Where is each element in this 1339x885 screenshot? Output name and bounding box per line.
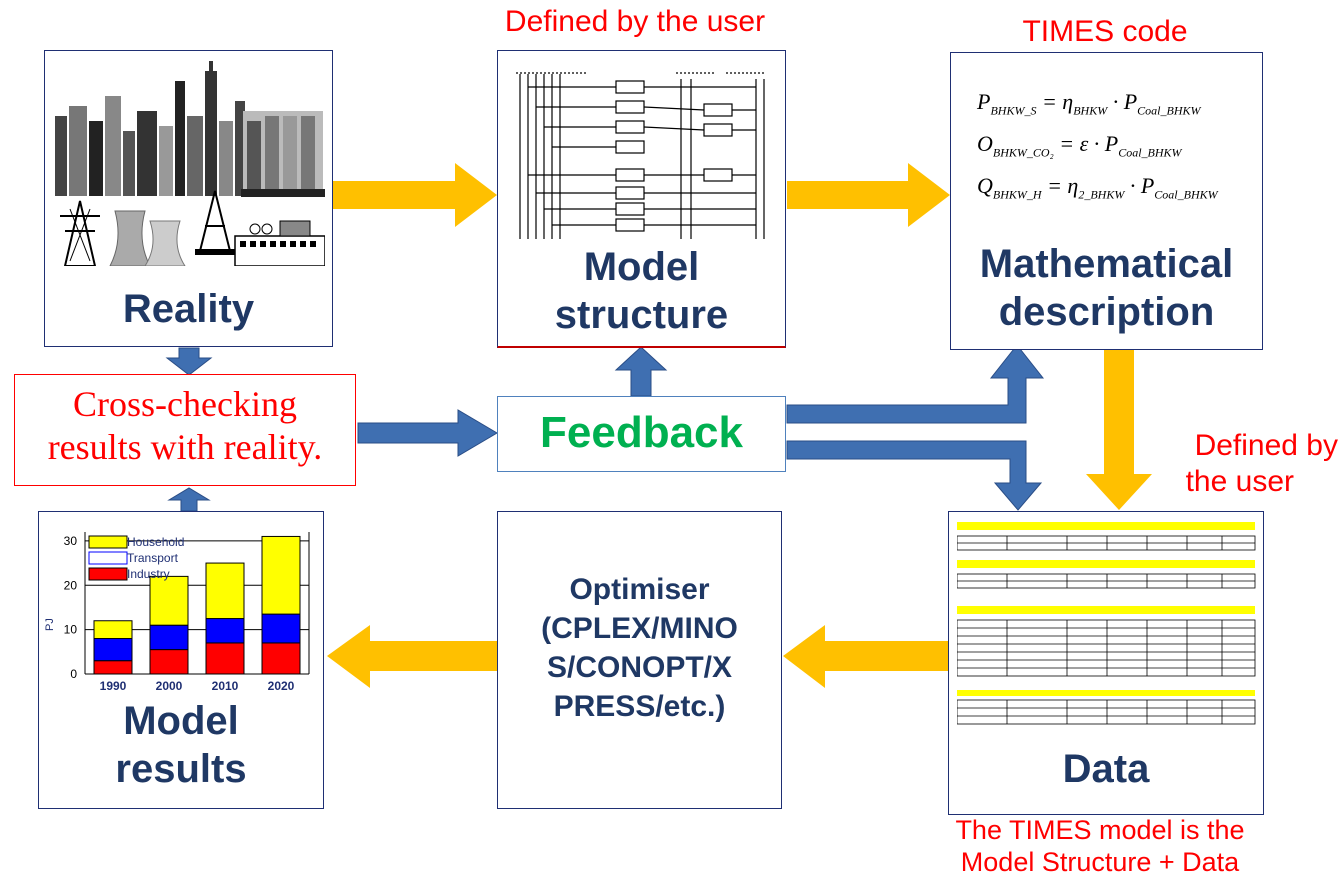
arrow-results-to-crosscheck <box>167 487 211 512</box>
math-line2: description <box>998 290 1215 334</box>
cross-check-line1: Cross-checking <box>73 384 297 424</box>
data-label: Data <box>1062 747 1150 791</box>
times-model-note-line1: The TIMES model is the <box>955 815 1245 845</box>
defined-by-user-right: Defined by the user <box>1158 428 1338 500</box>
model-structure-box: Model structure <box>497 50 786 348</box>
x-tick-label: 2000 <box>156 679 183 692</box>
reality-box: Reality <box>44 50 333 347</box>
optimiser-line3: S/CONOPT/X <box>546 651 733 684</box>
model-structure-label: Model structure <box>498 243 785 339</box>
feedback-label: Feedback <box>540 408 743 457</box>
y-tick-label: 10 <box>64 623 78 637</box>
bar-industry-2000 <box>149 649 189 675</box>
equation-1: PBHKW_S = ηBHKW · PCoal_BHKW <box>977 89 1201 118</box>
arrow-reality-to-structure <box>333 163 497 227</box>
model-structure-schematic <box>516 72 766 239</box>
arrow-feedback-to-math <box>786 344 1045 424</box>
arrow-structure-to-math <box>787 163 950 227</box>
optimiser-line2: (CPLEX/MINO <box>541 612 738 645</box>
bar-household-2010 <box>205 562 245 620</box>
y-tick-label: 30 <box>64 534 78 548</box>
y-tick-label: 0 <box>70 667 77 681</box>
model-structure-line2: structure <box>554 293 729 337</box>
legend-label-transport: Transport <box>127 551 179 565</box>
defined-by-user-right-line2: the user <box>1185 465 1294 498</box>
arrow-reality-to-crosscheck <box>165 347 213 376</box>
bar-transport-2010 <box>205 618 245 644</box>
times-model-note: The TIMES model is the Model Structure +… <box>900 814 1300 879</box>
mathematical-description-label: Mathematical description <box>951 240 1262 336</box>
mathematical-description-box: PBHKW_S = ηBHKW · PCoal_BHKW OBHKW_CO₂ =… <box>950 52 1263 350</box>
bar-industry-2010 <box>205 642 245 675</box>
y-tick-label: 20 <box>64 578 78 592</box>
model-results-line2: results <box>115 747 247 791</box>
bar-industry-2020 <box>261 642 301 675</box>
model-results-line1: Model <box>123 699 239 743</box>
equation-2: OBHKW_CO₂ = ε · PCoal_BHKW <box>977 131 1182 160</box>
model-results-label: Model results <box>39 697 323 793</box>
legend-label-industry: Industry <box>127 567 170 581</box>
data-box: Data <box>948 511 1264 815</box>
bar-household-2000 <box>149 575 189 626</box>
reality-label: Reality <box>122 287 255 331</box>
cross-checking-box: Cross-checking results with reality. <box>14 374 356 486</box>
arrow-feedback-to-structure <box>614 346 668 397</box>
bar-transport-2000 <box>149 624 189 651</box>
legend-swatch-transport <box>88 551 128 565</box>
arrow-crosscheck-to-feedback <box>357 409 498 457</box>
arrow-data-to-optimiser <box>783 625 948 688</box>
feedback-box: Feedback <box>497 396 786 472</box>
arrow-optimiser-to-results <box>327 625 497 688</box>
bar-household-1990 <box>93 620 133 639</box>
defined-by-user-top: Defined by the user <box>504 5 766 38</box>
legend-swatch-industry <box>88 567 128 581</box>
optimiser-label: Optimiser (CPLEX/MINO S/CONOPT/X PRESS/e… <box>498 570 781 726</box>
model-structure-line1: Model <box>583 245 700 289</box>
x-tick-label: 2010 <box>212 679 239 692</box>
optimiser-box: Optimiser (CPLEX/MINO S/CONOPT/X PRESS/e… <box>497 511 782 809</box>
bar-household-2020 <box>261 535 301 615</box>
bar-industry-1990 <box>93 660 133 675</box>
defined-by-user-right-line1: Defined by <box>1194 429 1338 462</box>
cross-check-line2: results with reality. <box>47 427 323 468</box>
times-code-label: TIMES code <box>1022 15 1188 48</box>
legend-label-household: Household <box>127 535 184 549</box>
equation-3: QBHKW_H = η2_BHKW · PCoal_BHKW <box>977 173 1218 202</box>
arrow-feedback-to-data <box>786 440 1043 511</box>
x-tick-label: 2020 <box>268 679 295 692</box>
arrow-math-to-data <box>1086 348 1152 510</box>
optimiser-line1: Optimiser <box>569 573 710 606</box>
legend-swatch-household <box>88 535 128 549</box>
times-model-note-line2: Model Structure + Data <box>960 847 1240 878</box>
industrial-skyline-illustration <box>55 61 325 266</box>
bar-transport-2020 <box>261 613 301 644</box>
math-line1: Mathematical <box>979 242 1234 286</box>
optimiser-line4: PRESS/etc.) <box>553 690 726 723</box>
data-tables-illustration <box>957 522 1256 725</box>
bar-transport-1990 <box>93 638 133 662</box>
y-axis-label: PJ <box>44 618 56 631</box>
x-tick-label: 1990 <box>100 679 127 692</box>
